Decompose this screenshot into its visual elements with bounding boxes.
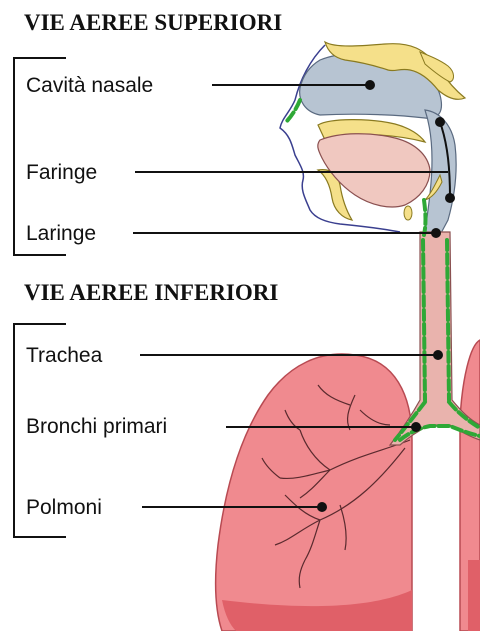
- hyoid-bone: [404, 206, 412, 220]
- label-bronchi-primari: Bronchi primari: [26, 415, 167, 438]
- left-lung: [216, 354, 412, 631]
- leader-trachea: [140, 350, 443, 360]
- section-title-upper: VIE AEREE SUPERIORI: [24, 10, 282, 35]
- right-lung-shadow: [468, 560, 480, 631]
- label-laringe: Laringe: [26, 222, 96, 245]
- label-trachea: Trachea: [26, 344, 103, 367]
- section-title-lower: VIE AEREE INFERIORI: [24, 280, 278, 305]
- label-faringe: Faringe: [26, 161, 97, 184]
- anatomy-illustration: [216, 42, 480, 631]
- leader-laringe: [133, 228, 441, 238]
- label-polmoni: Polmoni: [26, 496, 102, 519]
- label-cavita-nasale: Cavità nasale: [26, 74, 153, 97]
